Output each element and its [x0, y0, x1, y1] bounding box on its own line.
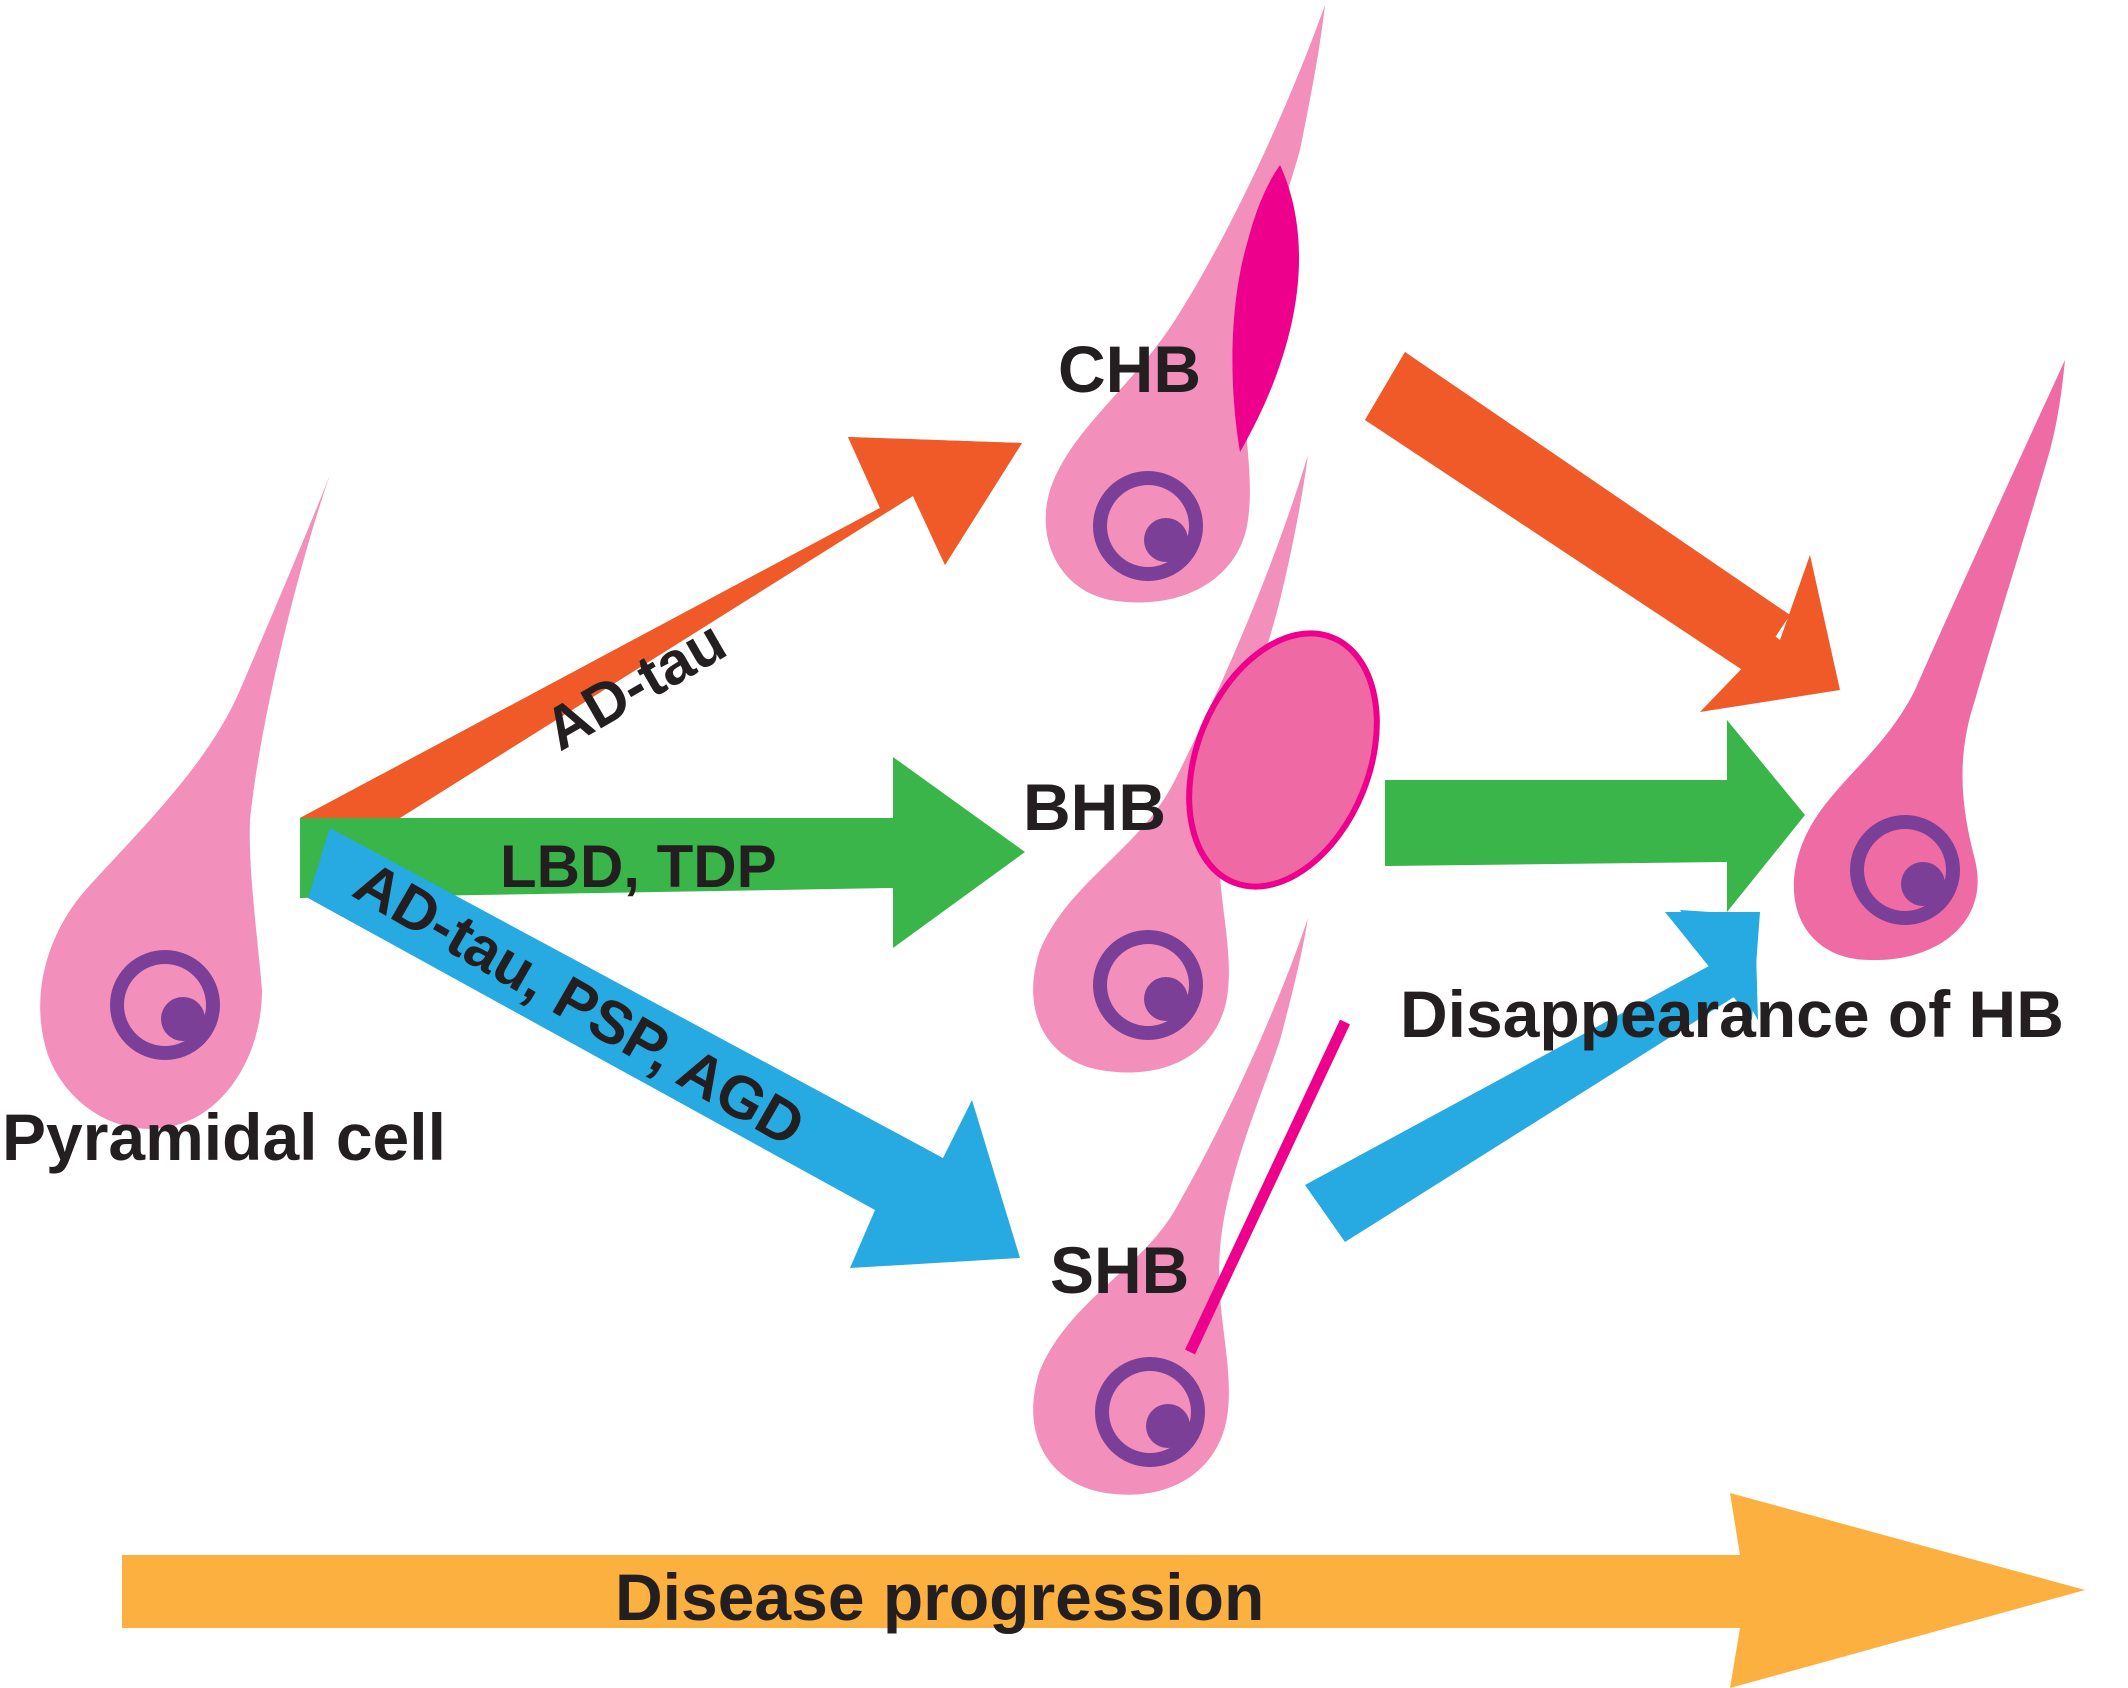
- disappearance-label: Disappearance of HB: [1400, 977, 2064, 1051]
- bhb-cell-body: [1033, 455, 1308, 1073]
- disease-progression-label: Disease progression: [615, 1560, 1264, 1634]
- pyramidal-cell: [40, 475, 330, 1129]
- bhb-hirano-body: [1186, 630, 1380, 890]
- shb-label: SHB: [1050, 1233, 1189, 1307]
- shb-hirano-body: [1185, 1019, 1350, 1355]
- bhb-to-disappearance-arrow: [1385, 720, 1805, 912]
- bhb-cell: [1033, 455, 1380, 1073]
- chb-cell-body: [1045, 5, 1325, 603]
- chb-hirano-body: [1232, 165, 1300, 452]
- final-cell-body: [1793, 360, 2065, 961]
- shb-to-disappearance-arrow-head: [1665, 912, 1760, 1020]
- chb-to-disappearance-arrow-body: [1365, 352, 1790, 675]
- ad-tau-arrow-tail: [300, 437, 1022, 818]
- lbd-tdp-label: LBD, TDP: [500, 833, 777, 900]
- chb-cell: [1045, 5, 1325, 603]
- shb-cell: [1033, 918, 1350, 1495]
- shb-cell-body: [1033, 918, 1308, 1495]
- disease-progression-arrow: [122, 1493, 2085, 1688]
- final-cell: [1793, 360, 2065, 961]
- bhb-label: BHB: [1023, 770, 1166, 844]
- pyramidal-cell-body: [40, 475, 330, 1129]
- pyramidal-cell-label: Pyramidal cell: [2, 1100, 446, 1174]
- shb-to-disappearance-arrow: [1305, 910, 1758, 1242]
- chb-label: CHB: [1058, 332, 1201, 406]
- ad-tau-psp-agd-arrow: [308, 828, 1020, 1268]
- lbd-tdp-arrow: [300, 757, 1025, 948]
